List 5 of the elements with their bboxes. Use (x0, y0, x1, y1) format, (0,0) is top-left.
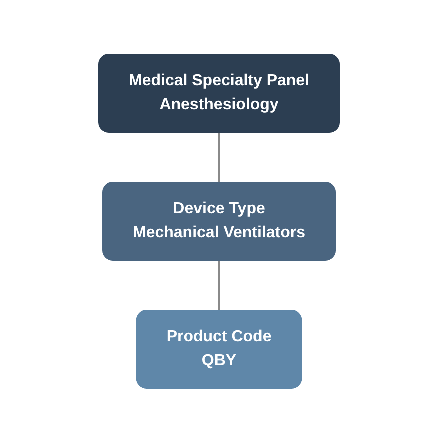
node-box: Product Code QBY (136, 310, 302, 389)
connector (218, 260, 220, 310)
node-box: Medical Specialty Panel Anesthesiology (98, 54, 340, 133)
connector (218, 132, 220, 182)
node-box: Device Type Mechanical Ventilators (102, 182, 336, 261)
